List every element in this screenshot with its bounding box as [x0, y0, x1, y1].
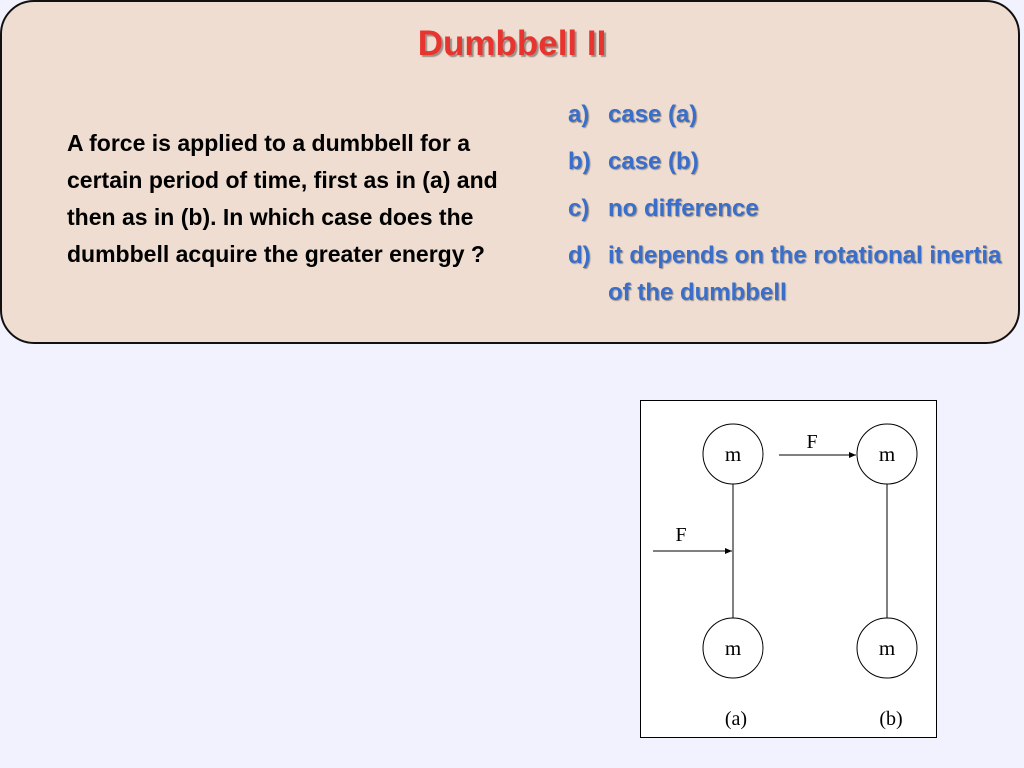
- mass-label: m: [879, 636, 895, 660]
- answer-text: case (a): [608, 101, 698, 128]
- mass-label: m: [725, 636, 741, 660]
- question-text: A force is applied to a dumbbell for a c…: [67, 130, 498, 267]
- answer-c[interactable]: c) no difference: [568, 190, 1008, 227]
- force-a-label: F: [675, 524, 686, 546]
- answer-letter: c): [568, 195, 590, 222]
- dumbbell-a-top-mass: [702, 423, 764, 485]
- force-b-label: F: [806, 431, 817, 453]
- case-a-label: (a): [725, 708, 747, 730]
- answer-text: no difference: [608, 195, 759, 222]
- dumbbell-b-top-mass: [856, 423, 918, 485]
- mass-label: m: [879, 442, 895, 466]
- question-panel: [0, 0, 1020, 344]
- answer-text: case (b): [608, 148, 699, 175]
- dumbbell-diagram-svg: m m F (a) m m F (b): [653, 423, 918, 730]
- dumbbell-diagram: m m F (a) m m F (b): [640, 400, 937, 738]
- answer-a[interactable]: a) case (a): [568, 96, 1008, 133]
- answer-d[interactable]: d) it depends on the rotational inertia …: [568, 237, 1008, 311]
- answer-letter: a): [568, 101, 590, 128]
- answer-letter: d): [568, 242, 591, 269]
- answer-b[interactable]: b) case (b): [568, 143, 1008, 180]
- slide-title: Dumbbell II: [417, 24, 607, 63]
- dumbbell-a-bottom-mass: [702, 617, 764, 679]
- answer-letter: b): [568, 148, 591, 175]
- answer-list: a) case (a) b) case (b) c) no difference…: [568, 96, 1008, 321]
- mass-label: m: [725, 442, 741, 466]
- answer-text: it depends on the rotational inertia of …: [608, 242, 1002, 306]
- case-b-label: (b): [879, 708, 902, 730]
- dumbbell-b-bottom-mass: [856, 617, 918, 679]
